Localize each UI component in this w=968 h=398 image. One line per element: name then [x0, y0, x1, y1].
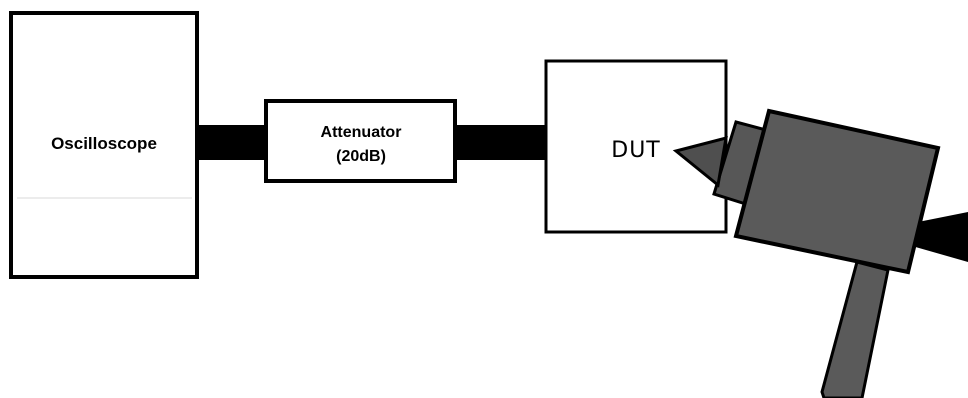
- probe-handle: [820, 260, 890, 398]
- oscilloscope-block: Oscilloscope: [9, 11, 199, 279]
- oscilloscope-box: [9, 11, 199, 279]
- cable-attenuator-dut: [455, 125, 547, 160]
- dut-label: DUT: [611, 138, 660, 163]
- probe-body: [733, 108, 941, 275]
- attenuator-box: [264, 99, 457, 183]
- attenuator-block: Attenuator (20dB): [264, 99, 457, 183]
- probe-cable: [912, 212, 968, 262]
- cable-scope-attenuator: [197, 125, 267, 160]
- oscilloscope-label: Oscilloscope: [51, 134, 157, 153]
- probe-tip: [672, 135, 728, 188]
- attenuator-label-line1: Attenuator: [321, 124, 402, 141]
- attenuator-label-line2: (20dB): [336, 148, 386, 165]
- esd-gun-probe-icon: [672, 108, 968, 398]
